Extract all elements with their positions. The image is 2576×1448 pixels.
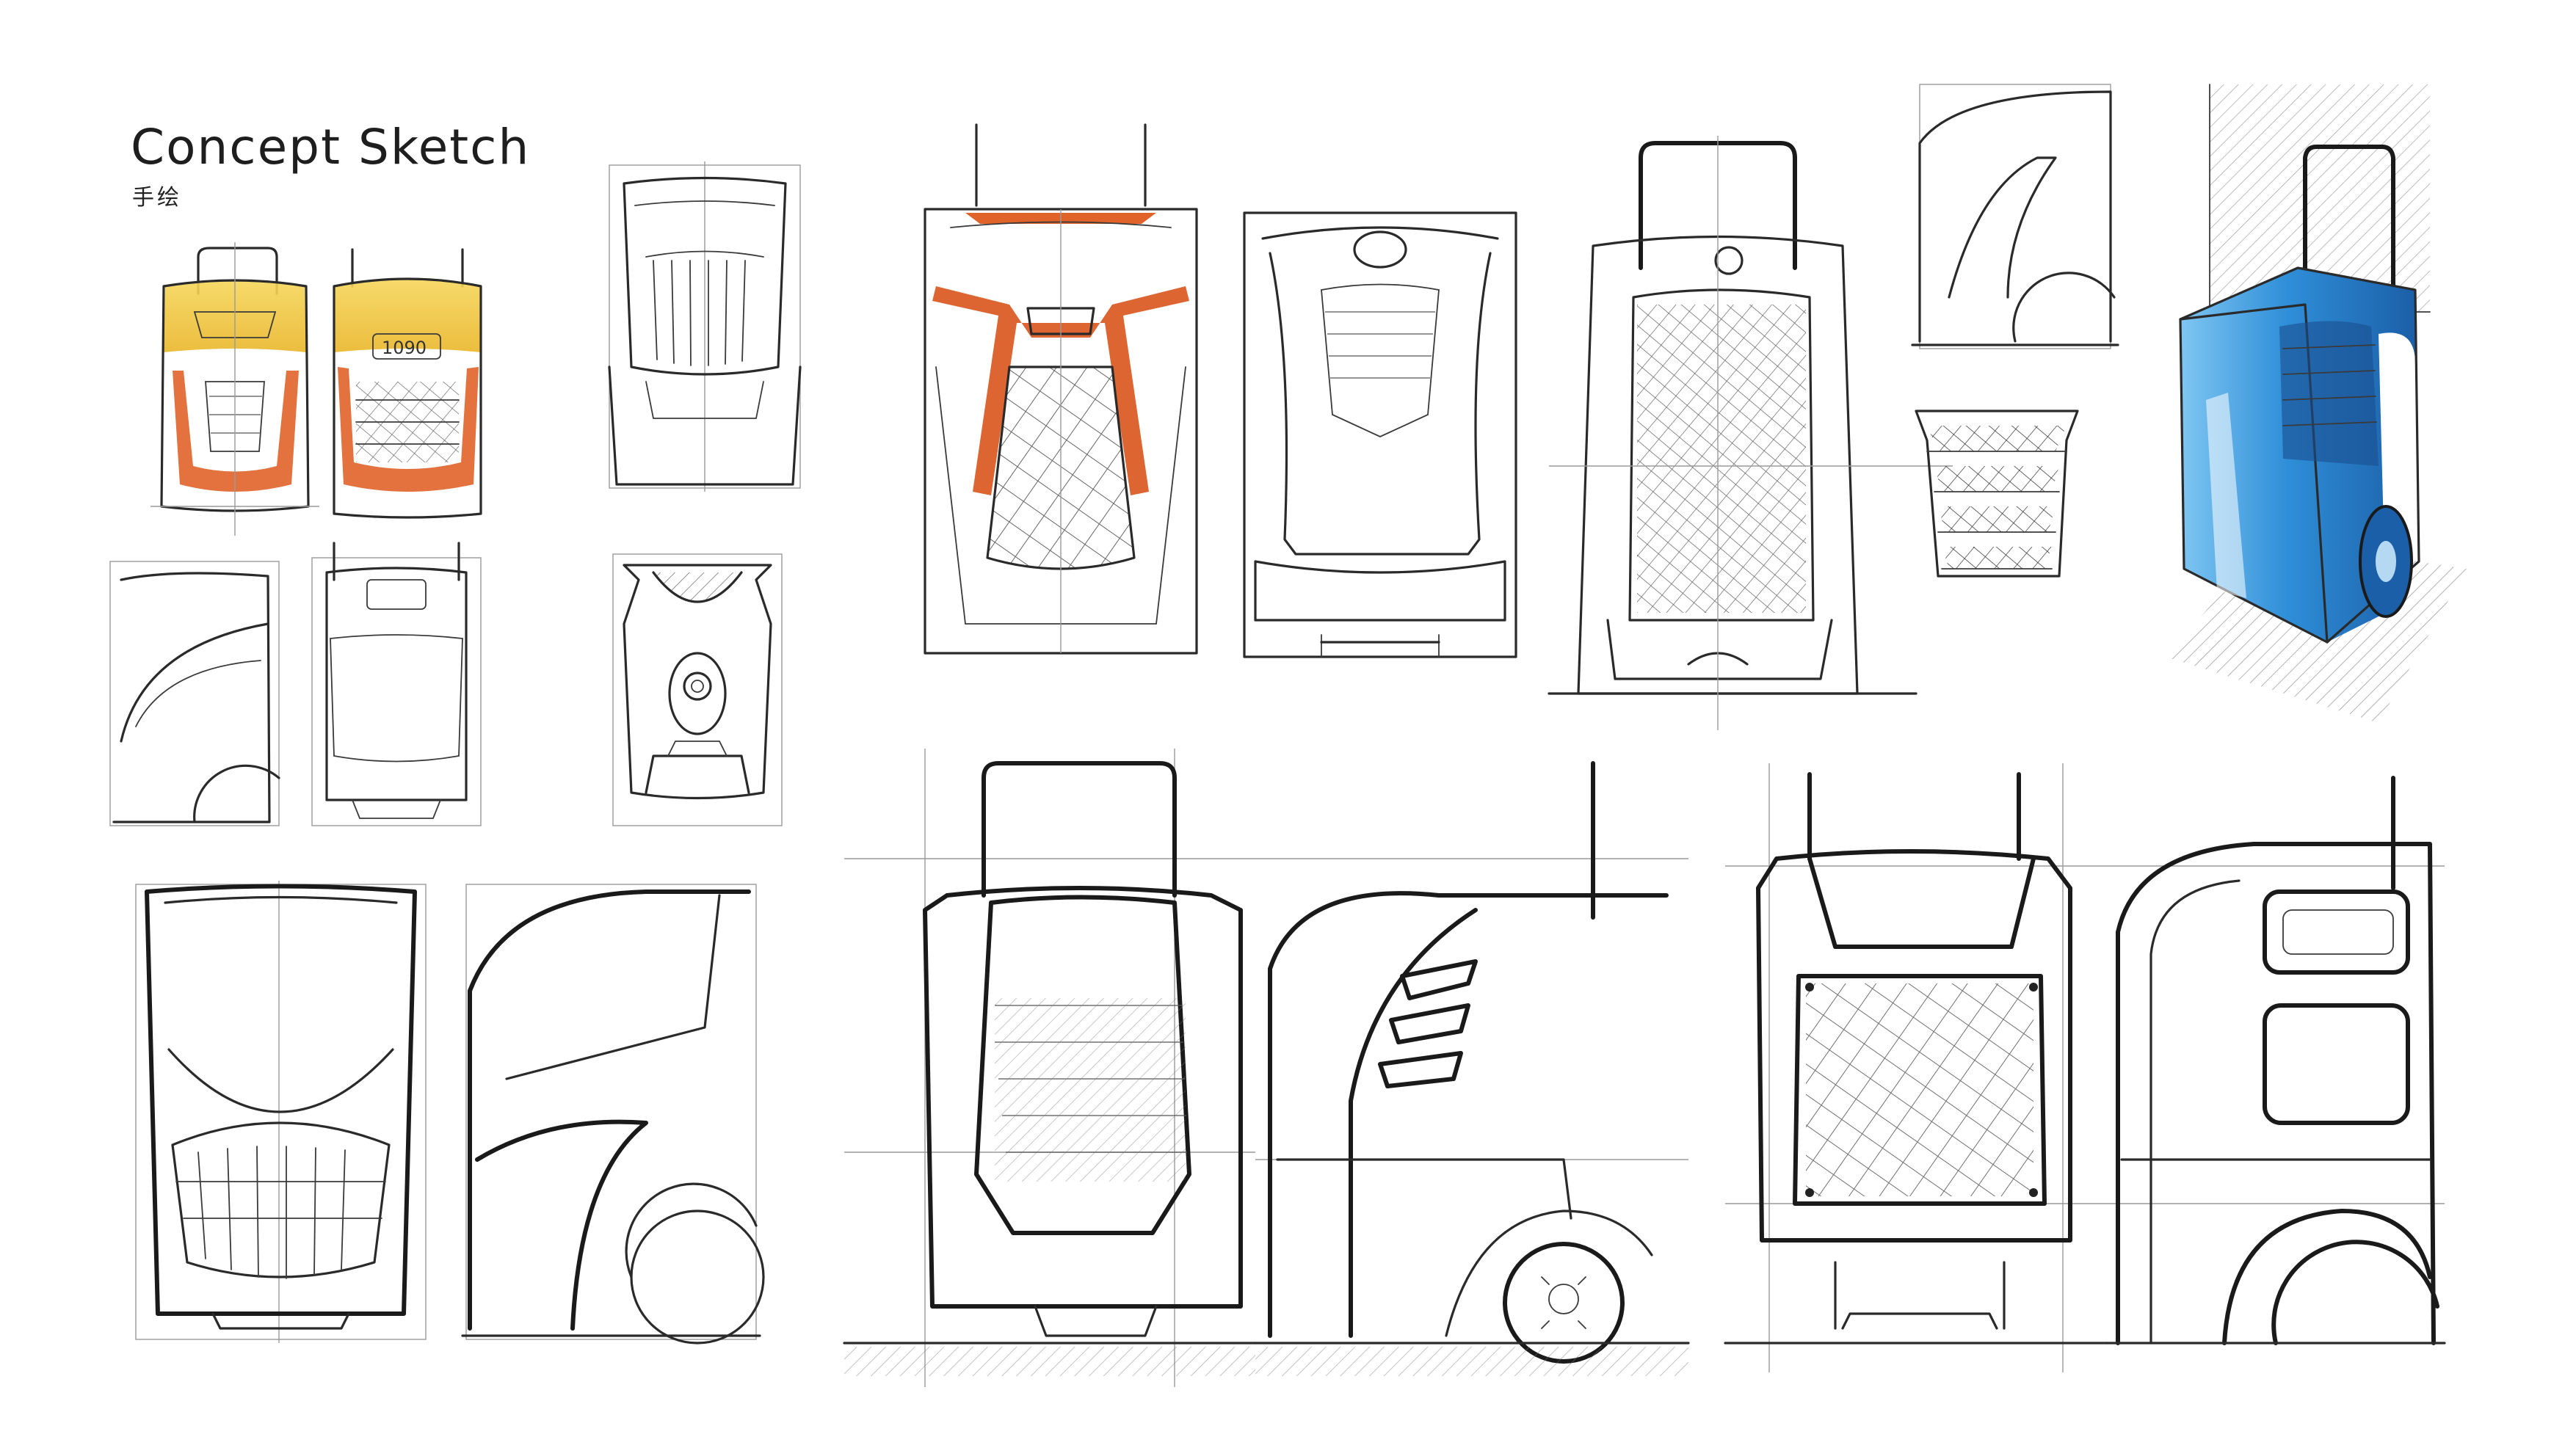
- sketch-back-view-dial: [612, 553, 783, 826]
- sketch-front-view-bottom-middle: [843, 749, 1257, 1387]
- sketch-front-orange-large: [924, 123, 1198, 655]
- sketch-side-view-bottom-left: [461, 884, 765, 1345]
- sketch-color-front-b: 1090: [333, 248, 482, 519]
- sketch-side-panel-corner: [1911, 84, 2119, 349]
- svg-text:1090: 1090: [382, 338, 427, 358]
- page-title: Concept Sketch: [131, 119, 531, 175]
- sketch-side-view-small: [109, 561, 280, 826]
- sketch-side-view-bottom-right: [2105, 776, 2446, 1345]
- page-subtitle: 手绘: [132, 185, 182, 211]
- sketch-blue-render: [2166, 84, 2467, 723]
- sketch-color-front-a: [150, 242, 319, 536]
- sketch-front-grille-tall: [1548, 136, 1953, 730]
- sketch-front-pencil-large: [1243, 211, 1517, 658]
- sketch-front-view-bottom-left: [135, 881, 427, 1343]
- sketch-front-view-top: [608, 161, 802, 492]
- sketch-front-view-bottom-right: [1724, 763, 2108, 1372]
- sketch-grille-detail: [1915, 410, 2079, 578]
- sketch-side-view-bottom-middle: [1254, 761, 1690, 1376]
- sketch-rear-view-small: [311, 542, 482, 826]
